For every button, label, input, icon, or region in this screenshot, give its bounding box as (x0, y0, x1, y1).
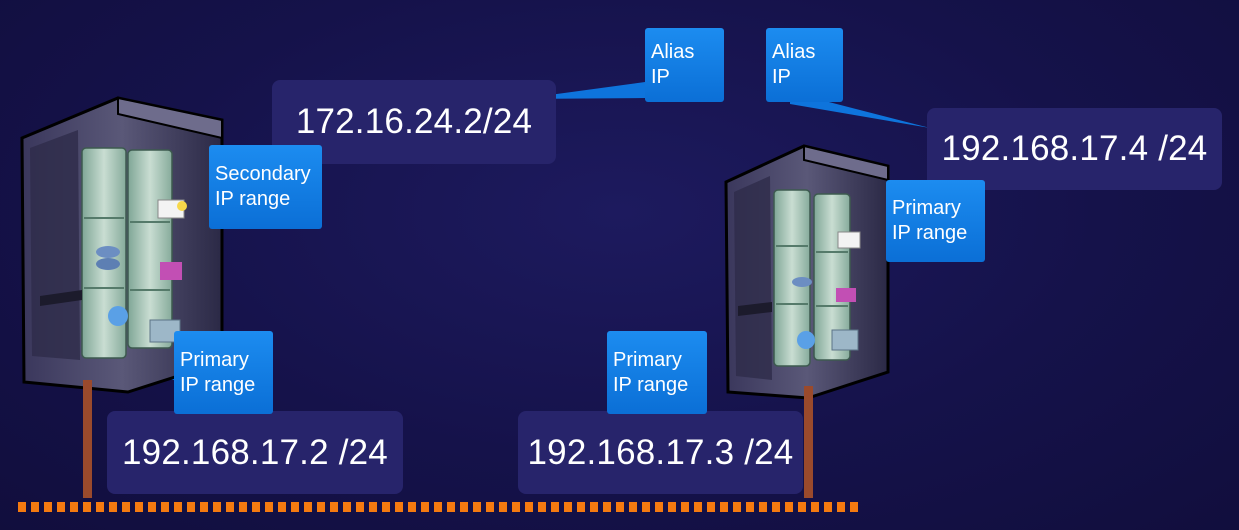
callout-alias-ip-left: Alias IP (645, 28, 724, 102)
callout-primary-right-bottom-line2: IP range (613, 373, 689, 396)
ip-box-alias-right: 192.168.17.4 /24 (927, 108, 1222, 190)
callout-primary-ip-range-right-bottom: Primary IP range (607, 331, 707, 414)
callout-alias-ip-right-label: Alias IP (772, 41, 816, 88)
callout-primary-ip-range-left: Primary IP range (174, 331, 273, 414)
callout-alias-ip-right: Alias IP (766, 28, 843, 102)
drop-line-right (804, 386, 813, 498)
ip-box-server-right: 192.168.17.3 /24 (518, 411, 803, 494)
drop-line-left (83, 380, 92, 498)
callout-secondary-line2: IP range (215, 188, 291, 210)
callout-primary-ip-range-right-top: Primary IP range (886, 180, 985, 262)
server-right-icon (724, 144, 890, 400)
callout-secondary-ip-range-left: Secondary IP range (209, 145, 322, 229)
callout-primary-right-bottom-line1: Primary (613, 348, 682, 371)
callout-primary-left-line2: IP range (180, 373, 256, 396)
callout-primary-right-top-line1: Primary (892, 197, 961, 219)
callout-alias-ip-left-label: Alias IP (651, 41, 695, 88)
callout-secondary-line1: Secondary (215, 163, 311, 185)
server-left-icon (20, 96, 224, 394)
callout-primary-right-top-line2: IP range (892, 222, 968, 244)
ip-box-server-left: 192.168.17.2 /24 (107, 411, 403, 494)
callout-primary-left-line1: Primary (180, 348, 249, 371)
